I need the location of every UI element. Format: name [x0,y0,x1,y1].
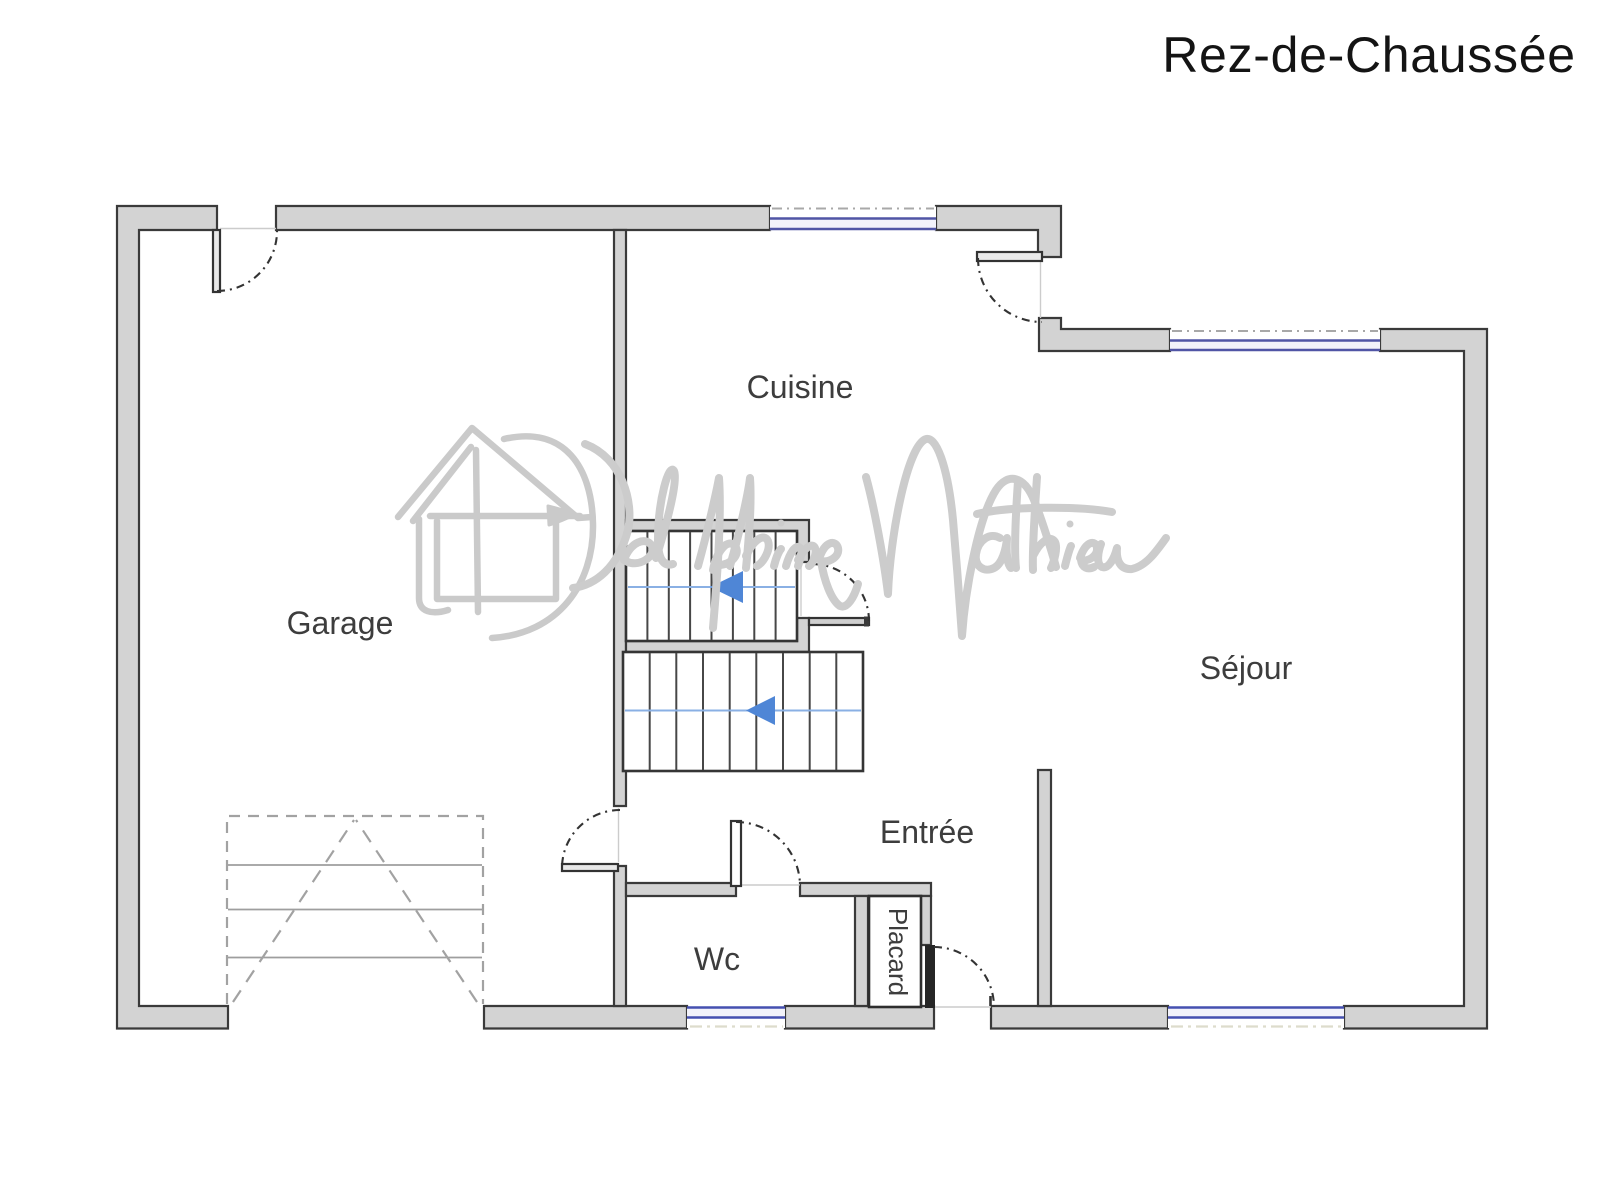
svg-text:Wc: Wc [694,941,740,977]
svg-text:Rez-de-Chaussée: Rez-de-Chaussée [1162,27,1575,83]
svg-text:Entrée: Entrée [880,814,974,850]
svg-text:Garage: Garage [287,605,394,641]
svg-text:Séjour: Séjour [1200,650,1293,686]
svg-text:Cuisine: Cuisine [747,369,854,405]
svg-text:Placard: Placard [883,908,913,996]
